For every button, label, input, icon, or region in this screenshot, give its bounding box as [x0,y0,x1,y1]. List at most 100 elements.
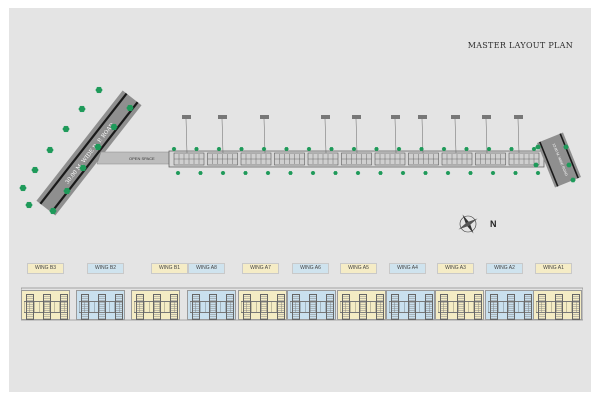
tree-icon [533,162,539,168]
wing-stair-core [490,294,498,320]
tree-icon [355,170,361,176]
tree-icon [94,143,102,151]
wing-label: WING B2 [87,263,124,274]
wing-strip-outline [21,287,583,321]
tree-icon [216,146,222,152]
wing-label: WING A2 [486,263,523,274]
tree-icon [194,146,199,152]
marker-post [352,115,361,154]
wing-stair-core [524,294,532,320]
tree-icon [261,146,267,152]
wing-plan-block [386,290,435,320]
tree-icon [265,170,271,176]
wing-stair-core [342,294,350,320]
tree-icon [374,146,379,152]
tree-icon [486,146,492,152]
wing-stair-core [572,294,580,320]
wing-stair-core [243,294,251,320]
tree-icon [351,146,357,152]
tree-icon [19,184,27,192]
tree-icon [509,146,514,152]
tree-icon [288,170,293,176]
wing-plan-block [485,290,534,320]
wing-label: WING A3 [437,263,474,274]
wing-stair-core [60,294,68,320]
side-road-tree-row [533,144,576,183]
tree-icon [31,166,39,174]
compass-needle [458,218,478,230]
tree-icon [49,207,57,215]
wing-stair-core [43,294,51,320]
tree-icon [464,146,469,152]
marker-post [391,115,400,154]
site-overview-plan: 30.00 M. WIDE D. P. ROAD OPEN SPACE 12.0… [19,86,581,234]
road-tree-row [19,86,134,215]
side-road: 12.00 M. WIDE ROAD [537,132,581,188]
tree-icon [563,144,569,150]
wing-stair-core [192,294,200,320]
tree-icon [535,144,541,150]
tree-icon [110,123,118,131]
side-road-edge [539,141,559,187]
tree-icon [78,105,86,113]
wing-plan-block [187,290,236,320]
open-space-label: OPEN SPACE [129,156,155,161]
tree-icon [243,170,248,176]
tree-icon [79,164,87,172]
north-arrow-icon: N [458,214,497,234]
tree-icon [468,170,473,176]
wing-stair-core [277,294,285,320]
tree-icon [490,170,496,176]
wing-stair-core [136,294,144,320]
side-road-surface [537,132,581,188]
wing-plan-block [21,290,70,320]
wing-plan-block [533,290,582,320]
compass-ring [459,215,477,233]
tree-icon [198,170,203,176]
tree-icon [95,86,103,94]
tree-icon [513,170,518,176]
tree-icon [25,201,33,209]
wing-stair-core [226,294,234,320]
tree-icon [419,146,424,152]
wing-stair-core [170,294,178,320]
tree-icon [62,125,70,133]
wing-stair-core [309,294,317,320]
wing-plan-block [238,290,287,320]
wing-stair-core [391,294,399,320]
wing-stair-core [153,294,161,320]
wing-stair-core [81,294,89,320]
tree-icon [329,146,334,152]
wing-stair-core [425,294,433,320]
tree-icon [396,146,402,152]
open-space-area: OPEN SPACE [96,151,173,165]
tree-icon [423,170,428,176]
tree-icon [239,146,244,152]
tree-icon [46,146,54,154]
wing-stair-core [538,294,546,320]
tree-icon [310,170,316,176]
wing-plan-strip [21,286,583,324]
wing-stair-core [209,294,217,320]
north-label: N [490,219,497,229]
marker-post [482,115,491,154]
tree-icon [63,187,71,195]
wing-label: WING B3 [27,263,64,274]
tree-icon [441,146,447,152]
wing-label: WING A7 [242,263,279,274]
marker-post [321,115,330,154]
wing-label: WING A4 [389,263,426,274]
tree-icon [535,170,541,176]
wing-stair-core [457,294,465,320]
main-road-surface [36,90,142,216]
tree-icon [220,170,226,176]
wing-label: WING A8 [188,263,225,274]
tree-icon [531,146,537,152]
wing-label: WING A5 [340,263,377,274]
tree-icon [306,146,312,152]
wing-plan-block [76,290,125,320]
tree-icon [171,146,177,152]
wing-stair-core [408,294,416,320]
wing-stair-core [376,294,384,320]
wing-stair-core [474,294,482,320]
